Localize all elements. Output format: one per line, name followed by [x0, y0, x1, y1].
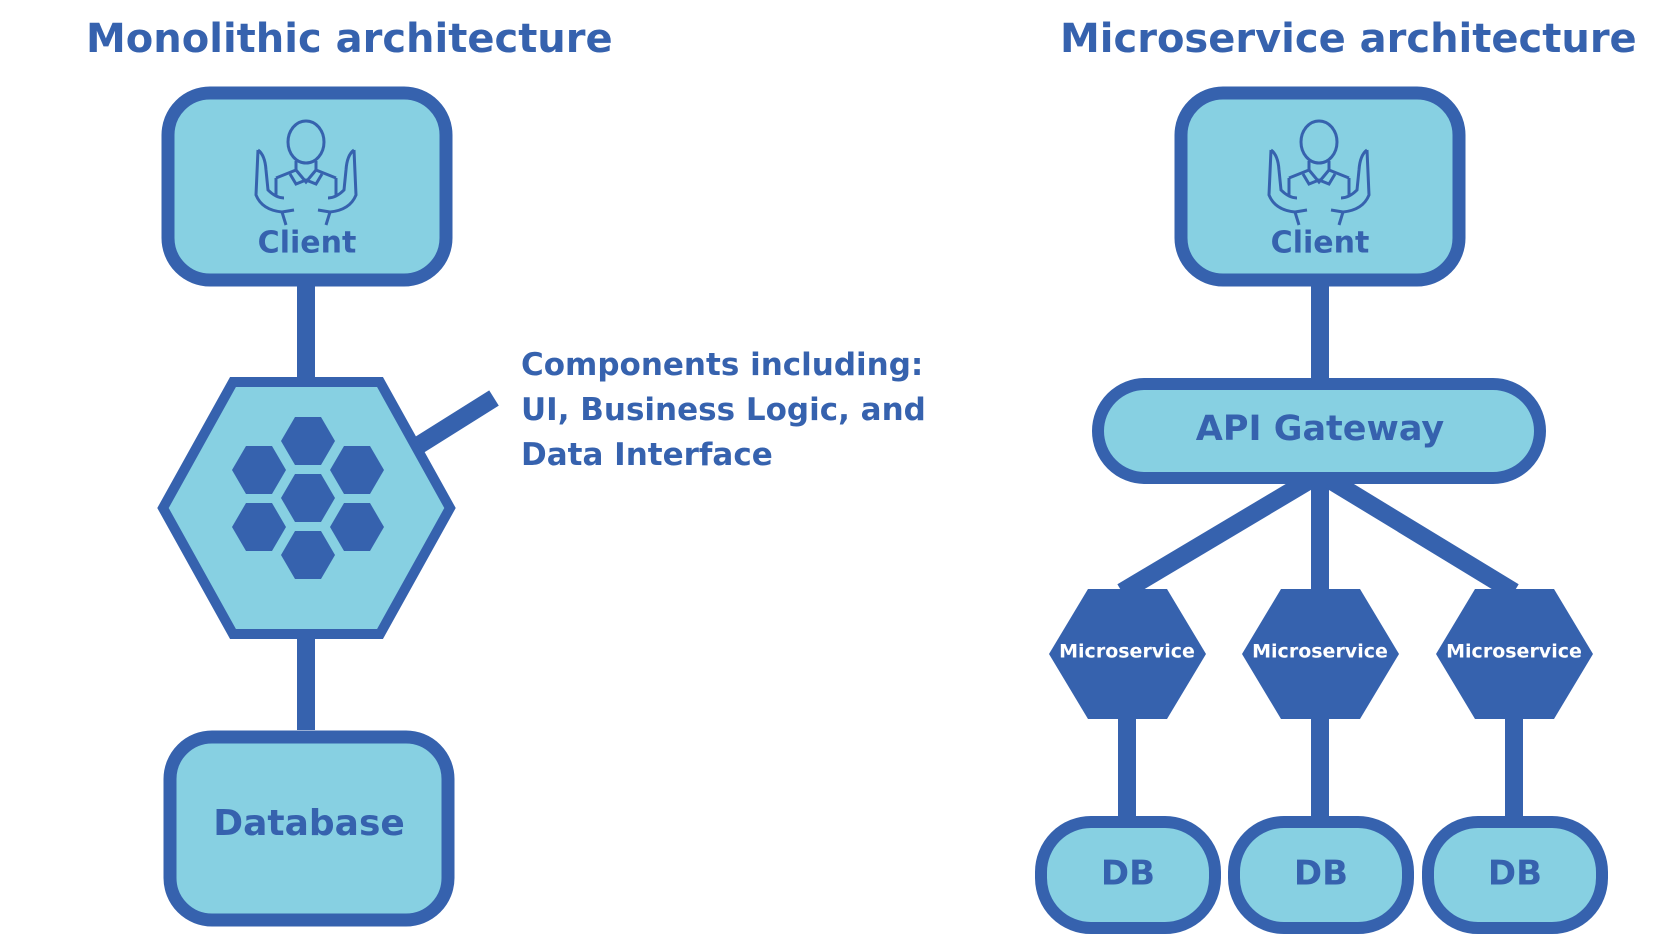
- hexagon-cluster-icon: [232, 417, 384, 579]
- db-node: DB: [1422, 816, 1608, 934]
- db-label: DB: [1101, 854, 1155, 894]
- microservice-label: Microservice: [1446, 641, 1582, 663]
- monolith-application-node: [157, 377, 456, 639]
- api-gateway-node: API Gateway: [1092, 378, 1546, 484]
- microservice-node: Microservice: [1049, 589, 1206, 719]
- microservice-label: Microservice: [1059, 641, 1195, 663]
- database-label: Database: [213, 803, 405, 844]
- db-label: DB: [1488, 854, 1542, 894]
- microservice-label: Microservice: [1252, 641, 1388, 663]
- microservice-node: Microservice: [1436, 589, 1593, 719]
- monolith-title: Monolithic architecture: [86, 16, 613, 62]
- db-node: DB: [1228, 816, 1414, 934]
- microservice-client-node: Client: [1174, 86, 1466, 287]
- db-node: DB: [1035, 816, 1221, 934]
- monolith-database-node: Database: [163, 730, 455, 927]
- db-label: DB: [1294, 854, 1348, 894]
- components-callout: Components including: UI, Business Logic…: [521, 347, 926, 473]
- callout-line-1: Components including:: [521, 347, 923, 383]
- callout-line-3: Data Interface: [521, 437, 773, 473]
- microservice-client-label: Client: [1271, 226, 1370, 261]
- connector-gateway-to-service-1: [1117, 472, 1315, 600]
- microservice-title: Microservice architecture: [1060, 16, 1637, 62]
- microservice-node: Microservice: [1242, 589, 1399, 719]
- connector-gateway-to-service-3: [1325, 472, 1519, 600]
- callout-line-2: UI, Business Logic, and: [521, 392, 926, 428]
- api-gateway-label: API Gateway: [1196, 409, 1445, 449]
- monolith-client-node: Client: [161, 86, 453, 287]
- monolith-client-label: Client: [258, 226, 357, 261]
